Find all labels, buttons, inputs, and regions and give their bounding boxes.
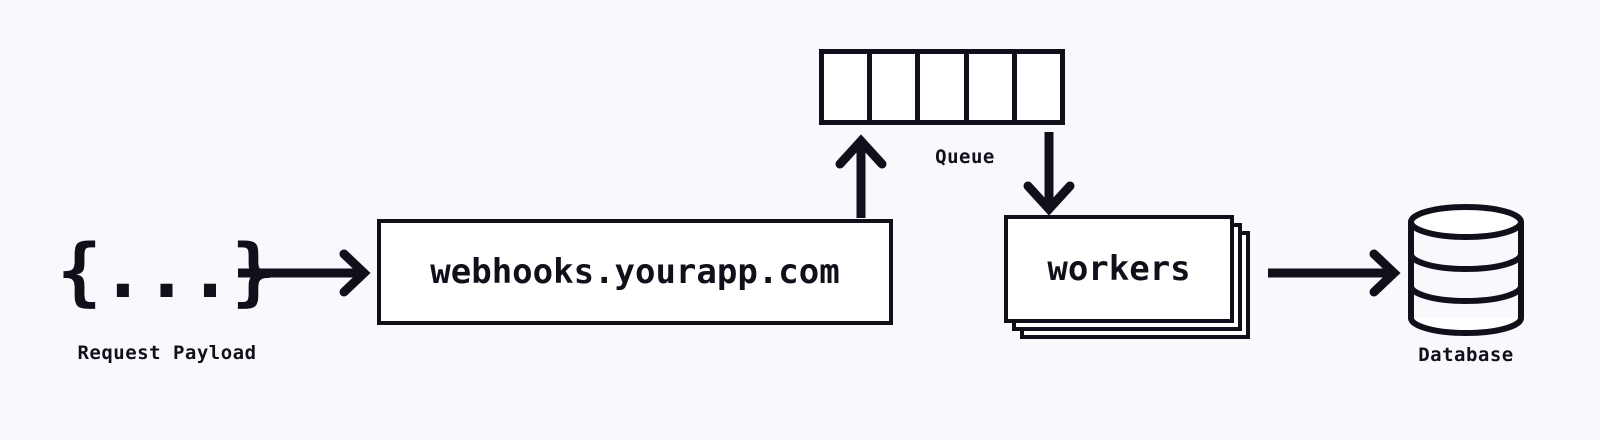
arrow-workers-to-database-icon <box>1268 249 1401 297</box>
queue-cell <box>1017 54 1060 120</box>
arrow-webhooks-to-queue-icon <box>835 134 887 218</box>
database-label: Database <box>1418 344 1514 366</box>
queue-cell <box>969 54 1017 120</box>
queue-cell <box>824 54 873 120</box>
webhooks-endpoint-box[interactable]: webhooks.yourapp.com <box>377 219 893 325</box>
queue-label: Queue <box>935 146 995 168</box>
workers-label: workers <box>1047 249 1191 289</box>
json-braces-icon: {...} <box>57 229 276 315</box>
queue-box[interactable] <box>819 49 1065 125</box>
worker-card-front[interactable]: workers <box>1004 215 1234 323</box>
webhooks-endpoint-label: webhooks.yourapp.com <box>430 252 840 292</box>
queue-cell <box>920 54 969 120</box>
queue-cell <box>872 54 921 120</box>
request-payload-label: Request Payload <box>77 342 257 364</box>
workers-stack[interactable]: workers <box>1004 215 1250 340</box>
database-cylinder-icon <box>1408 204 1524 336</box>
arrow-payload-to-webhooks-icon <box>238 249 371 297</box>
arrow-queue-to-workers-icon <box>1023 132 1075 216</box>
